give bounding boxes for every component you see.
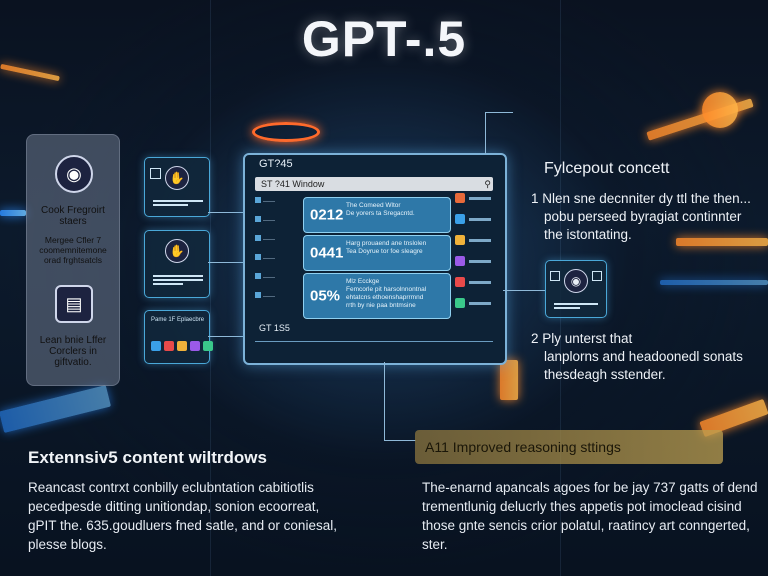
text-line: plesse blogs.: [28, 537, 107, 552]
connector-line: [384, 440, 416, 441]
app-icon: [164, 341, 174, 351]
mini-card-1[interactable]: ✋: [144, 157, 210, 217]
stat-text: The Comeed Wltor De yorers ta Sregacntd.: [346, 202, 415, 217]
doc-icon: [550, 271, 560, 281]
bottom-right-paragraph: The-enarnd apancals agoes for be jay 737…: [422, 478, 757, 554]
connector-line: [485, 112, 486, 154]
halo-ring-icon: [252, 122, 320, 142]
lightbulb-icon: ◉: [55, 155, 93, 193]
connector-line: [208, 262, 243, 263]
text-line: 1 Nlen sne decnniter dy ttl the then...: [531, 191, 751, 206]
mini-card-right[interactable]: ◉: [545, 260, 607, 318]
bg-light-streak: [660, 280, 768, 285]
right-paragraph-2: 2 Ply unterst that lanplorns and headoon…: [531, 330, 743, 384]
bg-glow-orb: [702, 92, 738, 128]
bg-light-streak: [646, 98, 754, 141]
window-footer-label: GT 1S5: [259, 323, 290, 333]
feature-banner: A11 Improved reasoning sttings: [415, 430, 723, 464]
right-row[interactable]: [455, 275, 491, 289]
card-text-1: Cook Fregroirt staers: [41, 205, 105, 227]
page-title: GPT-.5: [301, 11, 467, 67]
text-line: Reancast contrxt conbilly eclubntation c…: [28, 480, 314, 495]
sidebar-item[interactable]: ——: [255, 273, 293, 283]
window-sidebar: —— —— —— —— —— ——: [255, 197, 293, 311]
app-icon: [203, 341, 213, 351]
right-heading: Fylcepout concett: [544, 160, 670, 177]
stat-panel-2[interactable]: 0441 Harg prouaend ane tnslolen Tea Doyr…: [303, 235, 451, 271]
right-paragraph-1: 1 Nlen sne decnniter dy ttl the then... …: [531, 190, 751, 244]
bg-light-streak: [676, 238, 768, 246]
connector-line: [503, 290, 545, 291]
mini-card-lines: [153, 273, 203, 285]
card-text-3: Lean bnie Lffer Corclers in giftvatio.: [39, 335, 107, 368]
app-icon: [190, 341, 200, 351]
bottom-left-heading: Extennsiv5 content wiltrdows: [28, 448, 267, 467]
left-info-card: ◉ Cook Fregroirt staers Mergee Cfler 7 c…: [26, 134, 120, 386]
mini-card-2[interactable]: ✋: [144, 230, 210, 298]
stat-panel-1[interactable]: 0212 The Comeed Wltor De yorers ta Srega…: [303, 197, 451, 233]
right-row[interactable]: [455, 254, 491, 268]
stat-panel-3[interactable]: 05% Mlz Ecckge Femcorle pit harsolnnontn…: [303, 273, 451, 319]
connector-line: [208, 212, 243, 213]
address-bar[interactable]: ST ?41 Window: [255, 177, 493, 191]
banner-text: A11 Improved reasoning sttings: [425, 439, 621, 455]
bg-light-streak: [0, 385, 112, 433]
app-icon: [177, 341, 187, 351]
sidebar-item[interactable]: ——: [255, 254, 293, 264]
mini-card-lines: [153, 198, 203, 206]
book-icon: ▤: [55, 285, 93, 323]
right-row[interactable]: [455, 212, 491, 226]
doc-icon: [150, 168, 161, 179]
bg-light-streak: [500, 360, 518, 400]
lightbulb-icon: ◉: [564, 269, 588, 293]
right-row[interactable]: [455, 191, 491, 205]
sidebar-item[interactable]: ——: [255, 197, 293, 207]
bottom-left-paragraph: Reancast contrxt conbilly eclubntation c…: [28, 478, 337, 554]
app-icons-row: [151, 341, 213, 351]
connector-line: [208, 336, 243, 337]
card-text-2: Mergee Cfler 7 coomemnitemone orad frght…: [39, 235, 107, 265]
connector-line: [384, 362, 385, 440]
text-line: trementlunig delucrly thes appetis pot i…: [422, 499, 742, 514]
bg-grid-line: [210, 0, 211, 576]
text-line: lanplorns and headoonedl sonats: [544, 349, 743, 364]
mini-card-title: Pame 1F Eplaecbre: [151, 317, 205, 323]
text-line: The-enarnd apancals agoes for be jay 737…: [422, 480, 758, 495]
bg-light-streak: [0, 210, 26, 216]
sidebar-item[interactable]: ——: [255, 292, 293, 302]
text-line: ster.: [422, 537, 448, 552]
text-line: gPIT the. 635.goudluers fned satle, and …: [28, 518, 337, 533]
text-line: pecedpesde ditting unitiondap, sonion ec…: [28, 499, 320, 514]
text-line: 2 Ply unterst that: [531, 331, 633, 346]
hand-icon: ✋: [165, 239, 189, 263]
right-row[interactable]: [455, 296, 491, 310]
window-right-column: [455, 191, 491, 317]
stat-number: 0441: [310, 244, 344, 262]
doc-icon: [592, 271, 602, 281]
mini-card-lines: [554, 301, 598, 309]
right-row[interactable]: [455, 233, 491, 247]
stat-text: Mlz Ecckge Femcorle pit harsolnnontnal e…: [346, 278, 427, 309]
mini-card-3[interactable]: Pame 1F Eplaecbre: [144, 310, 213, 364]
text-line: pobu perseed byragiat continnter: [544, 209, 742, 224]
main-app-window[interactable]: GT?45 ST ?41 Window ⚲ —— —— —— —— —— —— …: [243, 153, 507, 365]
connector-line: [485, 112, 513, 113]
sidebar-item[interactable]: ——: [255, 235, 293, 245]
text-line: thesdeagh sstender.: [544, 367, 666, 382]
window-title: GT?45: [259, 158, 293, 170]
stat-number: 05%: [310, 287, 341, 305]
search-icon[interactable]: ⚲: [484, 179, 491, 189]
hand-icon: ✋: [165, 166, 189, 190]
stat-text: Harg prouaend ane tnslolen Tea Doyrue to…: [346, 240, 427, 255]
sidebar-item[interactable]: ——: [255, 216, 293, 226]
window-footer-bar: [255, 341, 493, 352]
text-line: the istontating.: [544, 227, 632, 242]
text-line: those gnte sencis crior polatul, raatinc…: [422, 518, 750, 533]
stat-number: 0212: [310, 206, 344, 224]
app-icon: [151, 341, 161, 351]
